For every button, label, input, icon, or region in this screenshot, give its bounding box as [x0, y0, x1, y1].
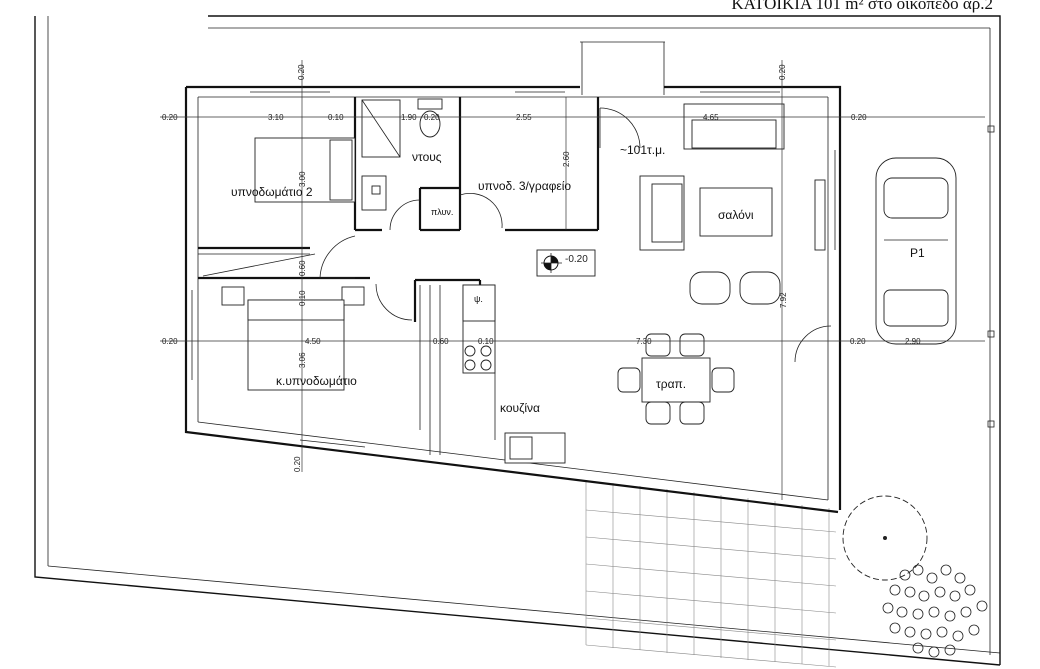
room-label-shower: ντους [412, 150, 442, 164]
shrubs-icon [882, 564, 988, 658]
furniture [221, 98, 826, 464]
dim-label: 0.20 [424, 113, 440, 122]
dim-label: 2.90 [905, 337, 921, 346]
dim-label: 0.60 [298, 260, 307, 276]
dim-label: 0.20 [162, 337, 178, 346]
dim-label: 4.50 [305, 337, 321, 346]
dim-label: 2.60 [562, 151, 571, 167]
dim-label: 3.10 [268, 113, 284, 122]
parking-label: P1 [910, 246, 925, 260]
room-label-bedroom2: υπνοδωμάτιο 2 [231, 185, 313, 199]
dim-label: 0.20 [297, 64, 306, 80]
room-label-dining: τραπ. [656, 377, 686, 391]
room-label-master: κ.υπνοδωμάτιο [276, 374, 357, 388]
car-icon [875, 157, 957, 345]
dim-label: 0.10 [478, 337, 494, 346]
dim-label: 0.20 [293, 456, 302, 472]
room-label-bedroom3: υπνοδ. 3/γραφείο [478, 179, 571, 193]
area-label: ~101τ.μ. [620, 143, 665, 157]
room-label-kitchen: κουζίνα [500, 401, 540, 415]
exterior-walls [184, 85, 842, 514]
room-labels: υπνοδωμάτιο 2 ντους υπνοδ. 3/γραφείο πλυ… [231, 143, 925, 415]
dim-label: 0.60 [433, 337, 449, 346]
dim-label: 0.10 [328, 113, 344, 122]
dim-label: 3.00 [298, 171, 307, 187]
room-label-living: σαλόνι [718, 208, 754, 222]
plan-title: ΚΑΤΟΙΚΙΑ 101 m² στο οικόπεδο αρ.2 [731, 0, 993, 13]
dim-label: 0.20 [850, 337, 866, 346]
plot-boundary [34, 15, 1001, 666]
dim-label: 2.55 [516, 113, 532, 122]
tree-icon [842, 495, 928, 581]
level-marker: -0.20 [536, 249, 596, 277]
dim-label: 7.30 [636, 337, 652, 346]
dim-label: 3.06 [298, 352, 307, 368]
room-label-laundry: πλυν. [431, 207, 453, 217]
dim-label: 1.90 [401, 113, 417, 122]
dim-label: 0.20 [778, 64, 787, 80]
dimension-lines [160, 60, 985, 500]
dim-label: 0.20 [162, 113, 178, 122]
dimension-labels: 0.20 3.10 0.10 1.90 0.20 2.55 4.65 0.20 … [162, 64, 921, 472]
dim-label: 4.65 [703, 113, 719, 122]
dim-label: 0.10 [298, 290, 307, 306]
terrace-paving [585, 480, 837, 668]
doors [319, 107, 832, 363]
dim-label: 0.20 [851, 113, 867, 122]
dim-label: 7.92 [779, 292, 788, 308]
level-value: -0.20 [565, 254, 588, 265]
fridge-label: ψ. [474, 294, 483, 304]
